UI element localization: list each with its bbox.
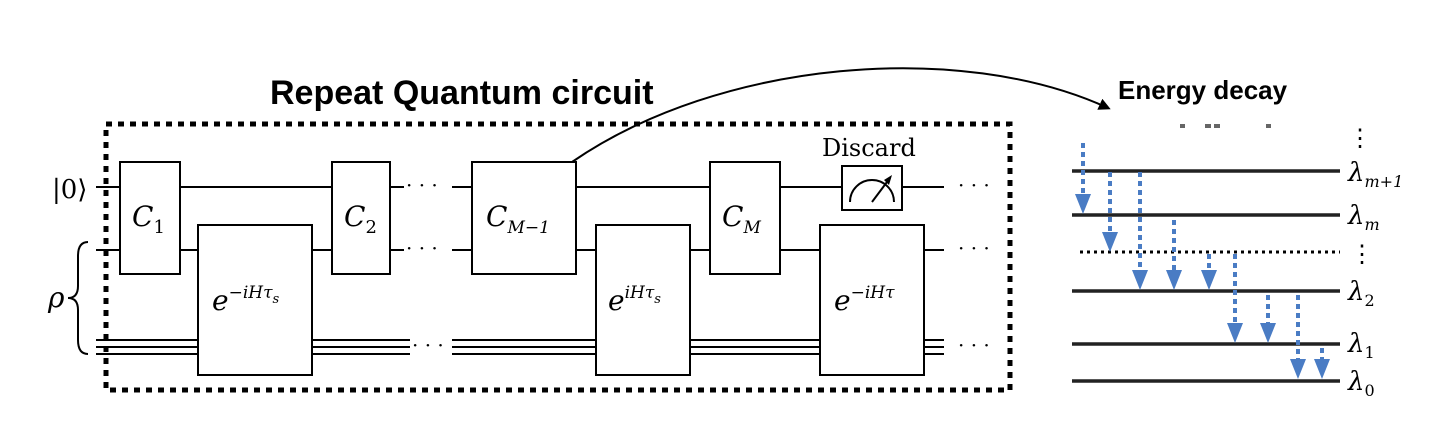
evo1-supsub: s xyxy=(273,292,280,307)
ellipsis-bundle-right: · · · xyxy=(958,333,990,357)
svg-text:eiHτs: eiHτs xyxy=(608,283,661,317)
gate-c-m-minus-1: CM−1 xyxy=(471,161,577,275)
gate-cm-main: C xyxy=(722,200,743,233)
gate-cm-sub: M xyxy=(742,218,761,238)
meter-icon xyxy=(841,165,903,211)
gate-c1-main: C xyxy=(132,200,153,233)
label-lambda-0: λ0 xyxy=(1347,367,1375,400)
evo2-sup: iHτ xyxy=(625,283,655,303)
ellipsis-second-right: · · · xyxy=(958,236,990,260)
evo1-sup: −iHτ xyxy=(229,283,274,303)
gate-c2: C2 xyxy=(331,161,391,275)
wires xyxy=(96,186,944,355)
evo3-sup: −iHτ xyxy=(851,283,896,303)
decay-arrow xyxy=(1260,295,1276,343)
evolution-gate-2: eiHτs xyxy=(595,224,691,376)
rho-brace xyxy=(67,241,89,355)
ellipsis-bundle-middle: · · · xyxy=(412,333,444,357)
decay-arrow xyxy=(1290,295,1306,379)
gate-c2-sub: 2 xyxy=(365,217,376,238)
ket-zero-label: |0⟩ xyxy=(52,175,87,205)
svg-text:CM: CM xyxy=(722,200,761,238)
decay-arrow xyxy=(1201,254,1217,290)
decay-arrows xyxy=(1075,143,1330,379)
evo3-main: e xyxy=(834,284,851,317)
faint-marks xyxy=(1180,124,1271,128)
gate-cm1-main: C xyxy=(486,200,507,233)
evo1-main: e xyxy=(212,284,229,317)
decay-arrow xyxy=(1102,172,1118,252)
decay-arrow xyxy=(1227,254,1243,343)
ellipsis-top-right: · · · xyxy=(958,173,990,197)
evo2-supsub: s xyxy=(654,292,661,307)
gate-c1: C1 xyxy=(119,161,181,275)
repeat-box xyxy=(103,121,1013,393)
decay-arrow xyxy=(1075,143,1091,214)
ellipsis-top-middle: · · · xyxy=(406,173,438,197)
svg-text:C1: C1 xyxy=(132,200,165,238)
decay-arrow xyxy=(1314,348,1330,379)
energy-title: Energy decay xyxy=(1118,75,1288,105)
gate-cm1-sub: M−1 xyxy=(506,218,549,238)
curved-arrow xyxy=(571,67,1111,163)
label-lambda-m-plus-1: λm+1 xyxy=(1347,158,1403,191)
evo2-main: e xyxy=(608,284,625,317)
svg-text:C2: C2 xyxy=(344,200,377,238)
circuit-title: Repeat Quantum circuit xyxy=(270,74,654,112)
svg-text:CM−1: CM−1 xyxy=(486,200,550,238)
discard-label: Discard xyxy=(822,134,916,162)
evolution-gate-1: e−iHτs xyxy=(197,224,313,376)
gate-c1-sub: 1 xyxy=(153,217,164,238)
evolution-gate-3: e−iHτ xyxy=(819,224,925,376)
svg-text:e−iHτ: e−iHτ xyxy=(834,283,895,317)
svg-text:e−iHτs: e−iHτs xyxy=(212,283,280,317)
gate-c2-main: C xyxy=(344,200,365,233)
vdots-top: ⋮ xyxy=(1348,124,1372,152)
label-lambda-2: λ2 xyxy=(1347,277,1375,310)
rho-label: ρ xyxy=(47,281,65,314)
energy-levels xyxy=(1072,169,1340,383)
decay-arrow xyxy=(1166,220,1182,290)
gate-c-m: CM xyxy=(709,161,781,275)
vdots-middle: ⋮ xyxy=(1350,240,1374,268)
label-lambda-m: λm xyxy=(1347,201,1380,234)
decay-arrow xyxy=(1132,172,1148,290)
label-lambda-1: λ1 xyxy=(1347,329,1375,362)
ellipsis-second-middle: · · · xyxy=(406,236,438,260)
